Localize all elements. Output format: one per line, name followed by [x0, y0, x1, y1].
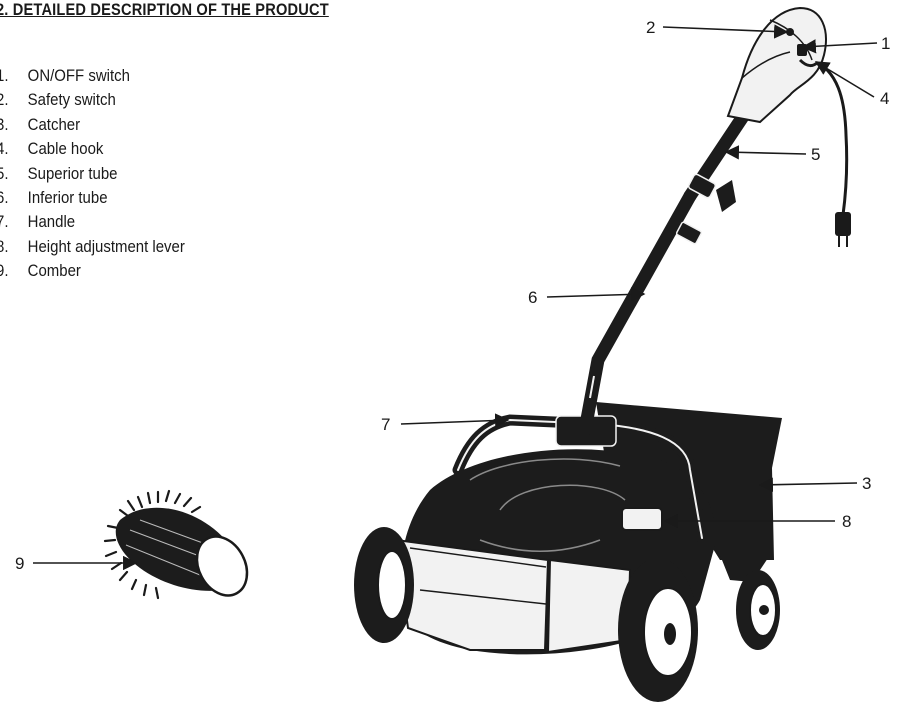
list-item: 1. ON/OFF switch	[0, 66, 185, 90]
part-number: 1.	[0, 66, 9, 85]
callout-line-4	[814, 61, 875, 98]
callout-number-3: 3	[862, 474, 871, 493]
parts-list: 1. ON/OFF switch 2. Safety switch 3. Catche…	[0, 66, 211, 286]
front-right-wheel	[618, 558, 698, 702]
list-item: 7. Handle	[0, 212, 185, 236]
rear-wheel	[736, 570, 780, 650]
callout-line-5	[724, 145, 807, 160]
part-number: 6.	[0, 187, 9, 207]
upper-grip	[726, 6, 827, 124]
list-item: 3. Catcher	[0, 115, 185, 139]
list-item: 5. Superior tube	[0, 164, 185, 188]
part-label: ON/OFF switch	[27, 66, 130, 85]
height-adjustment-lever	[621, 507, 663, 531]
part-label: Safety switch	[27, 90, 116, 110]
part-number: 3.	[0, 114, 9, 134]
callout-line-6	[546, 287, 646, 302]
list-item: 4. Cable hook	[0, 139, 185, 163]
part-label: Handle	[27, 212, 76, 232]
part-number: 4.	[0, 139, 9, 159]
callout-number-4: 4	[880, 89, 889, 108]
callout-number-2: 2	[646, 18, 655, 37]
plug	[835, 212, 851, 247]
list-item: 6. Inferior tube	[0, 188, 185, 212]
part-label: Height adjustment lever	[27, 236, 185, 256]
list-item: 9. Comber	[0, 261, 185, 285]
power-switch-icon	[797, 44, 807, 56]
callout-number-8: 8	[842, 512, 851, 531]
comber-roller	[103, 489, 249, 600]
part-number: 2.	[0, 90, 9, 110]
callout-number-7: 7	[381, 415, 390, 434]
part-number: 7.	[0, 212, 9, 232]
callout-number-9: 9	[15, 554, 24, 573]
tube-knob	[687, 173, 736, 212]
part-label: Comber	[27, 261, 81, 281]
callout-number-5: 5	[811, 145, 820, 164]
safety-switch-icon	[786, 28, 794, 36]
part-number: 5.	[0, 163, 9, 183]
list-item: 8. Height adjustment lever	[0, 237, 185, 261]
inferior-tube	[578, 189, 697, 437]
callout-number-1: 1	[881, 34, 890, 53]
callout-line-3	[758, 477, 858, 492]
callout-line-7	[400, 413, 510, 428]
part-number: 8.	[0, 236, 9, 256]
front-left-wheel	[354, 527, 414, 643]
callout-line-1	[801, 39, 878, 54]
power-cable	[811, 58, 849, 216]
part-label: Catcher	[27, 114, 81, 134]
part-label: Cable hook	[27, 139, 104, 159]
part-label: Superior tube	[27, 163, 118, 183]
section-heading: 2. DETAILED DESCRIPTION OF THE PRODUCT	[0, 0, 329, 19]
callout-line-2	[662, 24, 789, 39]
part-label: Inferior tube	[27, 187, 108, 207]
part-number: 9.	[0, 261, 9, 281]
list-item: 2. Safety switch	[0, 90, 185, 114]
callout-number-6: 6	[528, 288, 537, 307]
